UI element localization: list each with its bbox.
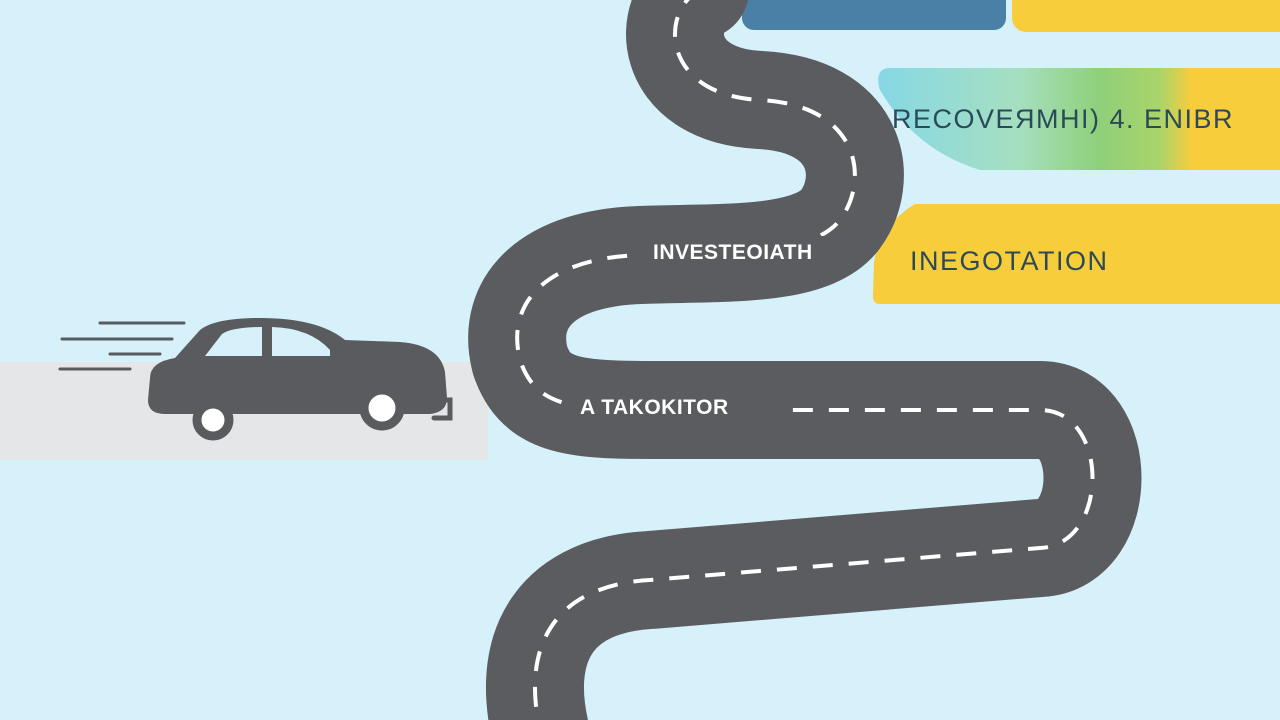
recovery-banner: RECOVEЯMHI) 4. ENIBR — [878, 68, 1280, 170]
recovery-banner-shape — [878, 68, 1280, 170]
top-blue-banner — [742, 0, 1006, 30]
negotiation-banner-label: INEGOTATION — [910, 246, 1109, 276]
investigation-road-label: INVESTEOIATH — [653, 241, 813, 264]
takeover-road-label: A TAKOKITOR — [580, 396, 729, 419]
car-icon — [148, 318, 453, 441]
speed-lines-icon — [58, 321, 186, 371]
negotiation-banner: INEGOTATION — [872, 204, 1280, 304]
top-yellow-banner — [1012, 0, 1280, 32]
top-banners — [742, 0, 1280, 32]
recovery-banner-label: RECOVEЯMHI) 4. ENIBR — [892, 104, 1234, 134]
winding-road: INVESTEOIATH A TAKOKITOR — [468, 0, 1142, 720]
road-surface — [468, 0, 1142, 720]
takeover-label-bg — [570, 392, 790, 426]
investigation-label-bg — [640, 236, 826, 270]
negotiation-banner-shape — [872, 204, 1280, 304]
